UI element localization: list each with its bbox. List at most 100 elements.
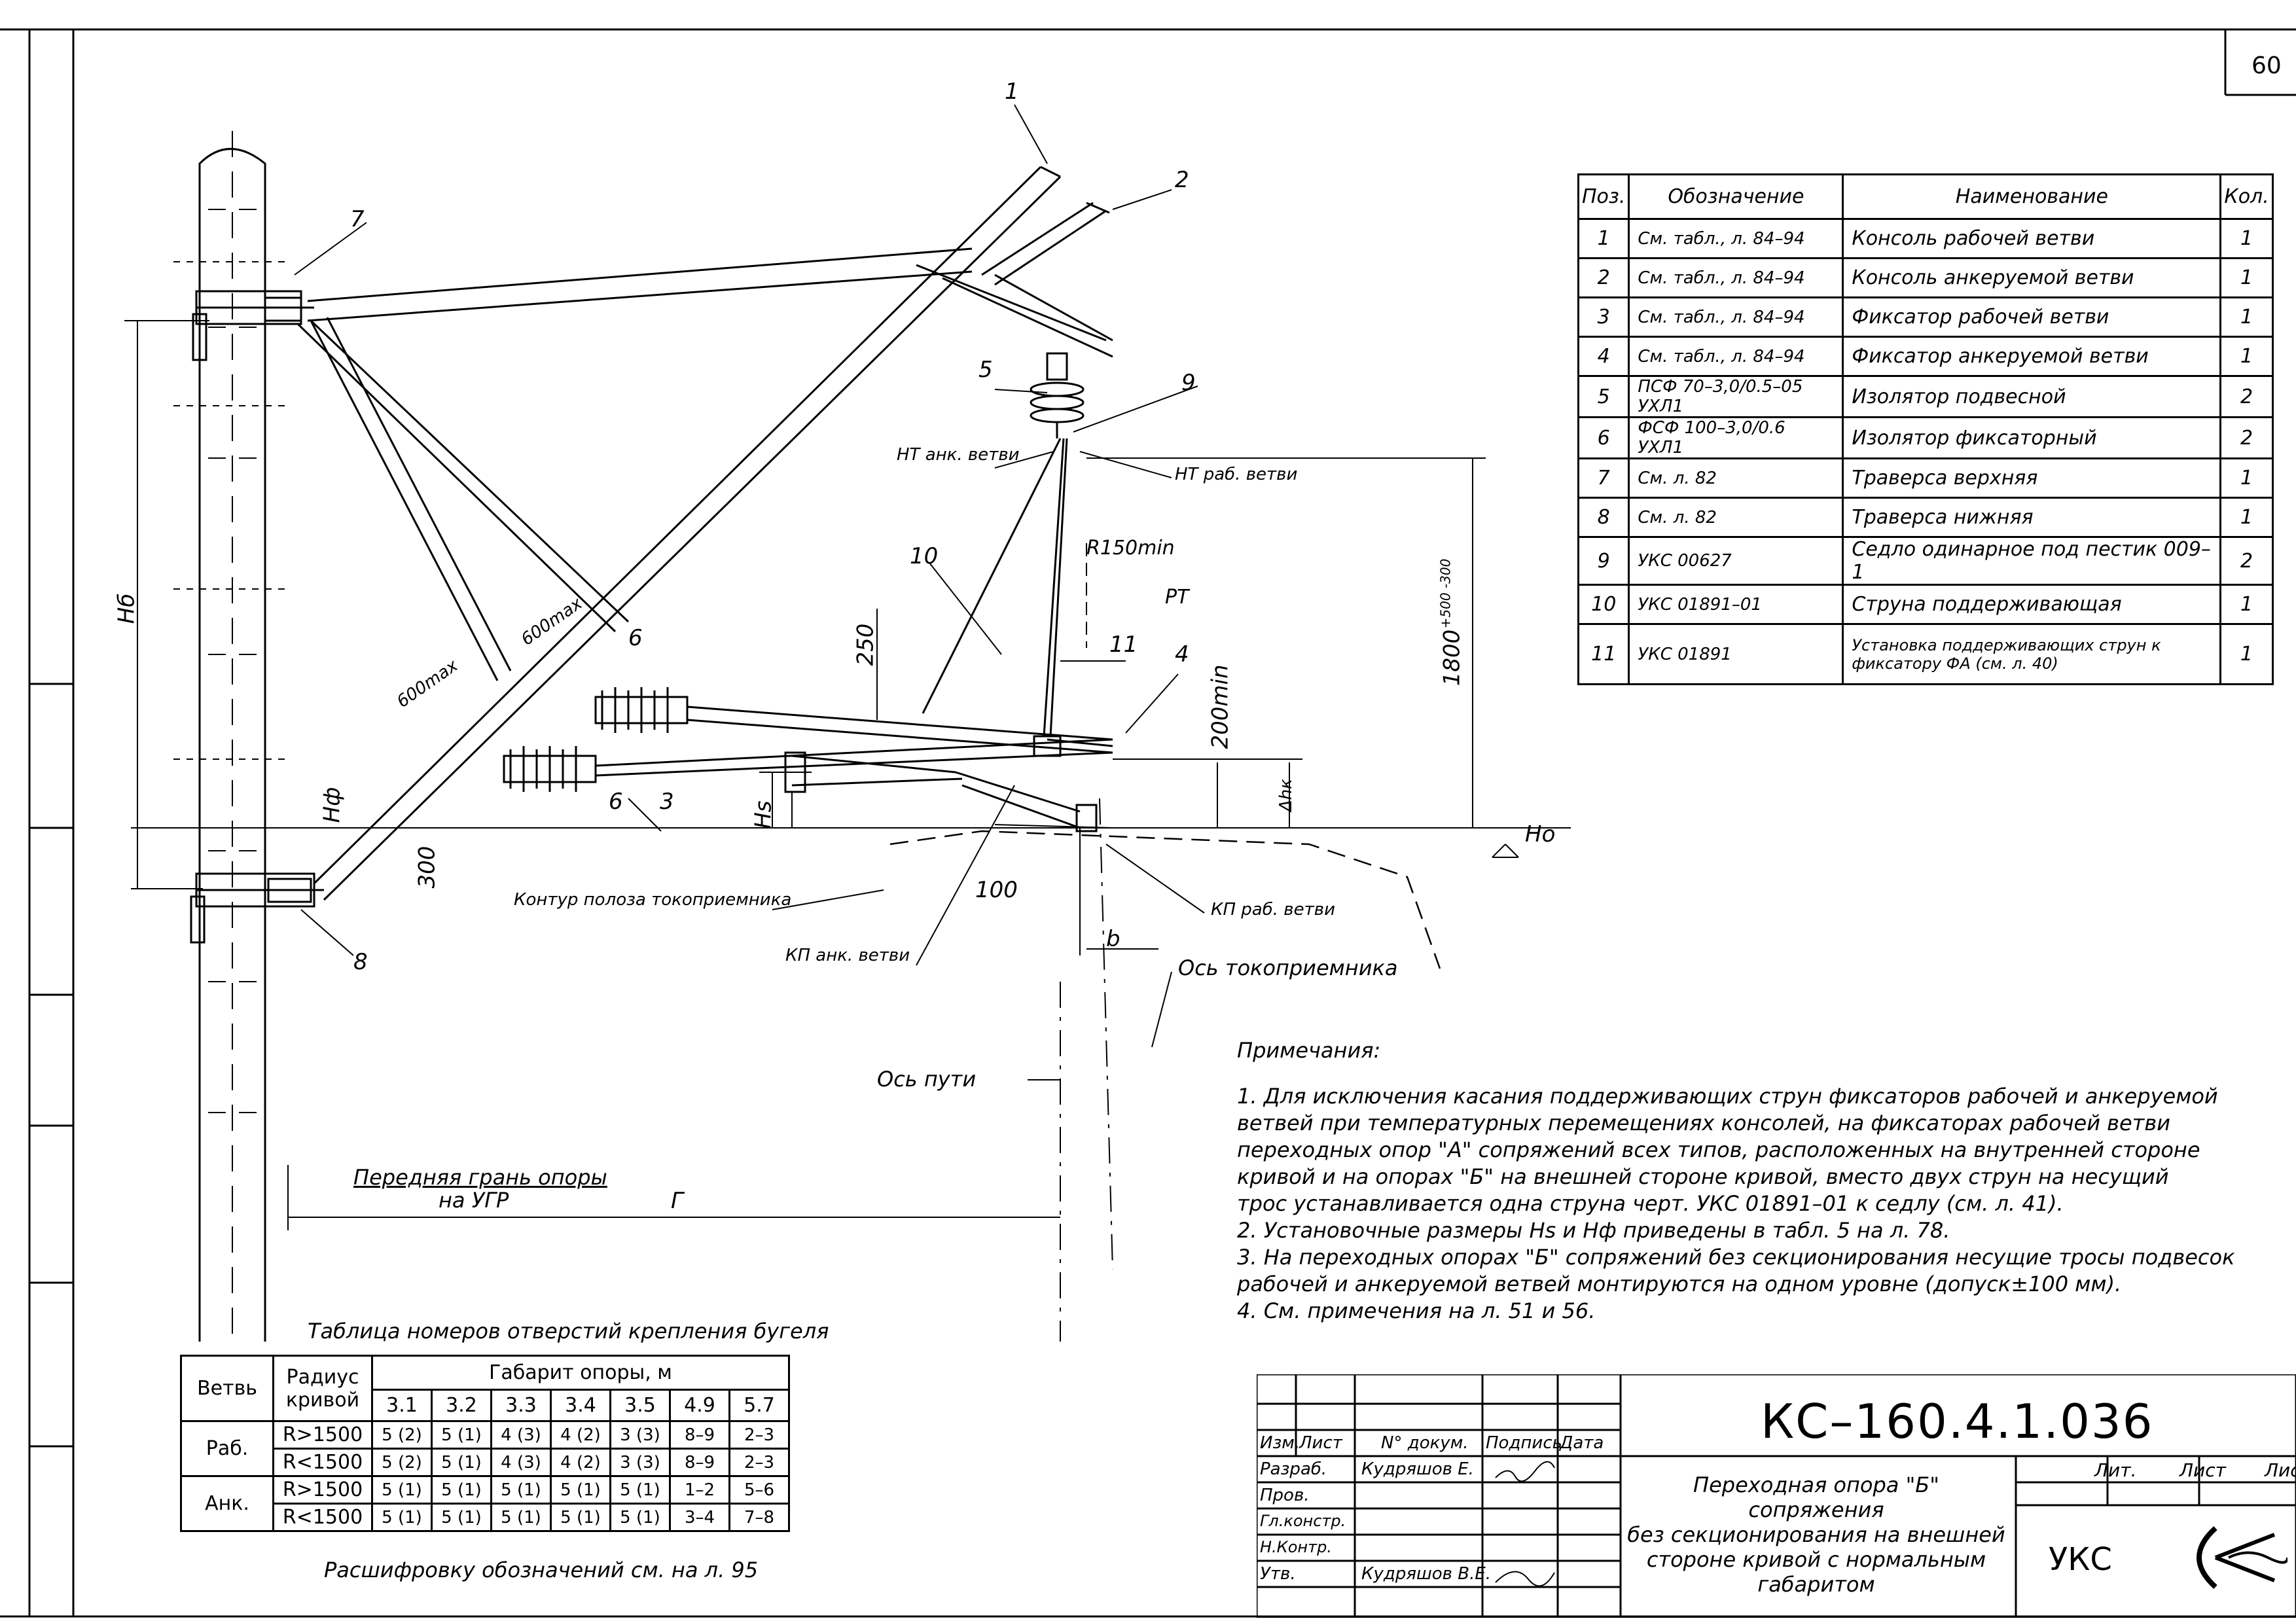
holes-radius: R>1500 [272, 1475, 373, 1505]
spec-header-qty: Кол. [2219, 173, 2274, 220]
spec-name: Изолятор подвесной [1842, 375, 2222, 418]
tb-approver-name: Кудряшов В.Е. [1361, 1564, 1492, 1584]
dim-g: Г [671, 1188, 683, 1214]
spec-name: Траверса верхняя [1842, 457, 2222, 499]
holes-value: 3 (3) [609, 1448, 671, 1477]
holes-branch: Раб. [180, 1420, 274, 1477]
support-pole [173, 131, 291, 1348]
spec-designation: См. л. 82 [1628, 497, 1844, 538]
callout-6b: 6 [609, 789, 623, 815]
holes-gabarit-value: 3.1 [371, 1389, 433, 1422]
notes-body: 1. Для исключения касания поддерживающих… [1237, 1083, 2234, 1325]
tb-header-list: Лист [1299, 1433, 1342, 1453]
holes-radius: R<1500 [272, 1448, 373, 1477]
dim-hb: Нб [113, 593, 140, 624]
spec-qty: 2 [2219, 536, 2274, 586]
spec-pos: 9 [1577, 536, 1630, 586]
holes-value: 5 (1) [371, 1475, 433, 1505]
spec-pos: 1 [1577, 218, 1630, 259]
spec-pos: 7 [1577, 457, 1630, 499]
holes-value: 3 (3) [609, 1420, 671, 1450]
sheet-number: 60 [2251, 52, 2282, 79]
holes-value: 3–4 [669, 1503, 730, 1532]
holes-table: Ветвь Радиус кривой Габарит опоры, м 3.1… [180, 1355, 790, 1532]
holes-gabarit-value: 5.7 [728, 1389, 790, 1422]
tb-developer-name: Кудряшов Е. [1361, 1459, 1474, 1479]
tb-header-date: Дата [1560, 1433, 1604, 1453]
dim-r150min: R150min [1086, 537, 1175, 560]
organization-logo [2197, 1526, 2287, 1589]
holes-value: 4 (3) [490, 1448, 552, 1477]
spec-pos: 4 [1577, 336, 1630, 377]
spec-name: Установка поддерживающих струн к фиксато… [1842, 623, 2222, 685]
holes-value: 5 (1) [431, 1448, 492, 1477]
spec-pos: 8 [1577, 497, 1630, 538]
spec-name: Изолятор фиксаторный [1842, 416, 2222, 459]
dim-h0: Ho [1525, 821, 1556, 847]
holes-radius: R>1500 [272, 1420, 373, 1450]
holes-value: 2–3 [728, 1448, 790, 1477]
label-pantograph-contour: Контур полоза токоприемника [514, 890, 792, 910]
holes-table-footnote: Расшифровку обозначений см. на л. 95 [324, 1558, 759, 1582]
tb-list: Лист [2179, 1459, 2226, 1481]
note-line: 4. См. примечения на л. 51 и 56. [1237, 1298, 1596, 1323]
callout-9: 9 [1181, 370, 1196, 396]
spec-header-pos: Поз. [1577, 173, 1630, 220]
holes-value: 5 (1) [609, 1503, 671, 1532]
spec-pos: 2 [1577, 257, 1630, 298]
callout-4: 4 [1175, 641, 1189, 668]
callout-6a: 6 [628, 625, 643, 651]
spec-qty: 1 [2219, 497, 2274, 538]
label-nt-working: НТ раб. ветви [1175, 465, 1298, 484]
label-kp-anchored: КП анк. ветви [785, 946, 910, 965]
callout-7: 7 [350, 206, 365, 232]
callout-1: 1 [1005, 79, 1019, 105]
dim-b: b [1106, 926, 1121, 952]
label-front-face: Передняя грань опоры [353, 1165, 607, 1190]
spec-designation: См. л. 82 [1628, 457, 1844, 499]
callout-10: 10 [910, 543, 939, 569]
tb-header-izm: Изм. [1260, 1433, 1300, 1453]
holes-value: 5 (1) [490, 1475, 552, 1505]
title-line: габаритом [1757, 1572, 1875, 1597]
holes-value: 4 (3) [490, 1420, 552, 1450]
spec-designation: УКС 01891 [1628, 623, 1844, 685]
note-line: 3. На переходных опорах "Б" сопряжений б… [1237, 1245, 2235, 1270]
holes-value: 5 (1) [550, 1475, 611, 1505]
dimension-lines [124, 320, 1571, 1342]
holes-gabarit-value: 3.4 [550, 1389, 611, 1422]
holes-value: 5 (1) [550, 1503, 611, 1532]
callout-5: 5 [978, 357, 993, 383]
dim-1800: 1800 [1439, 629, 1465, 687]
callout-3: 3 [660, 789, 674, 815]
spec-pos: 6 [1577, 416, 1630, 459]
leader-lines [294, 104, 1205, 1080]
spec-designation: См. табл., л. 84–94 [1628, 336, 1844, 377]
note-line: рабочей и анкеруемой ветвей монтируются … [1237, 1272, 2122, 1296]
spec-name: Консоль анкеруемой ветви [1842, 257, 2222, 298]
dim-1800-tolerance: +500 -300 [1437, 558, 1454, 629]
holes-value: 5 (1) [371, 1503, 433, 1532]
spec-designation: ФСФ 100–3,0/0.6 УХЛ1 [1628, 416, 1844, 459]
pole-ruler-ticks [208, 209, 257, 1113]
spec-qty: 1 [2219, 296, 2274, 338]
spec-header-name: Наименование [1842, 173, 2222, 220]
label-front-face-ugr: на УГР [439, 1188, 509, 1213]
holes-gabarit-value: 4.9 [669, 1389, 730, 1422]
holes-gabarit-value: 3.2 [431, 1389, 492, 1422]
holes-value: 4 (2) [550, 1420, 611, 1450]
console-anchored-branch [916, 202, 1113, 358]
holes-value: 7–8 [728, 1503, 790, 1532]
label-nt-anchored: НТ анк. ветви [897, 445, 1020, 465]
spec-qty: 2 [2219, 375, 2274, 418]
spec-designation: См. табл., л. 84–94 [1628, 296, 1844, 338]
